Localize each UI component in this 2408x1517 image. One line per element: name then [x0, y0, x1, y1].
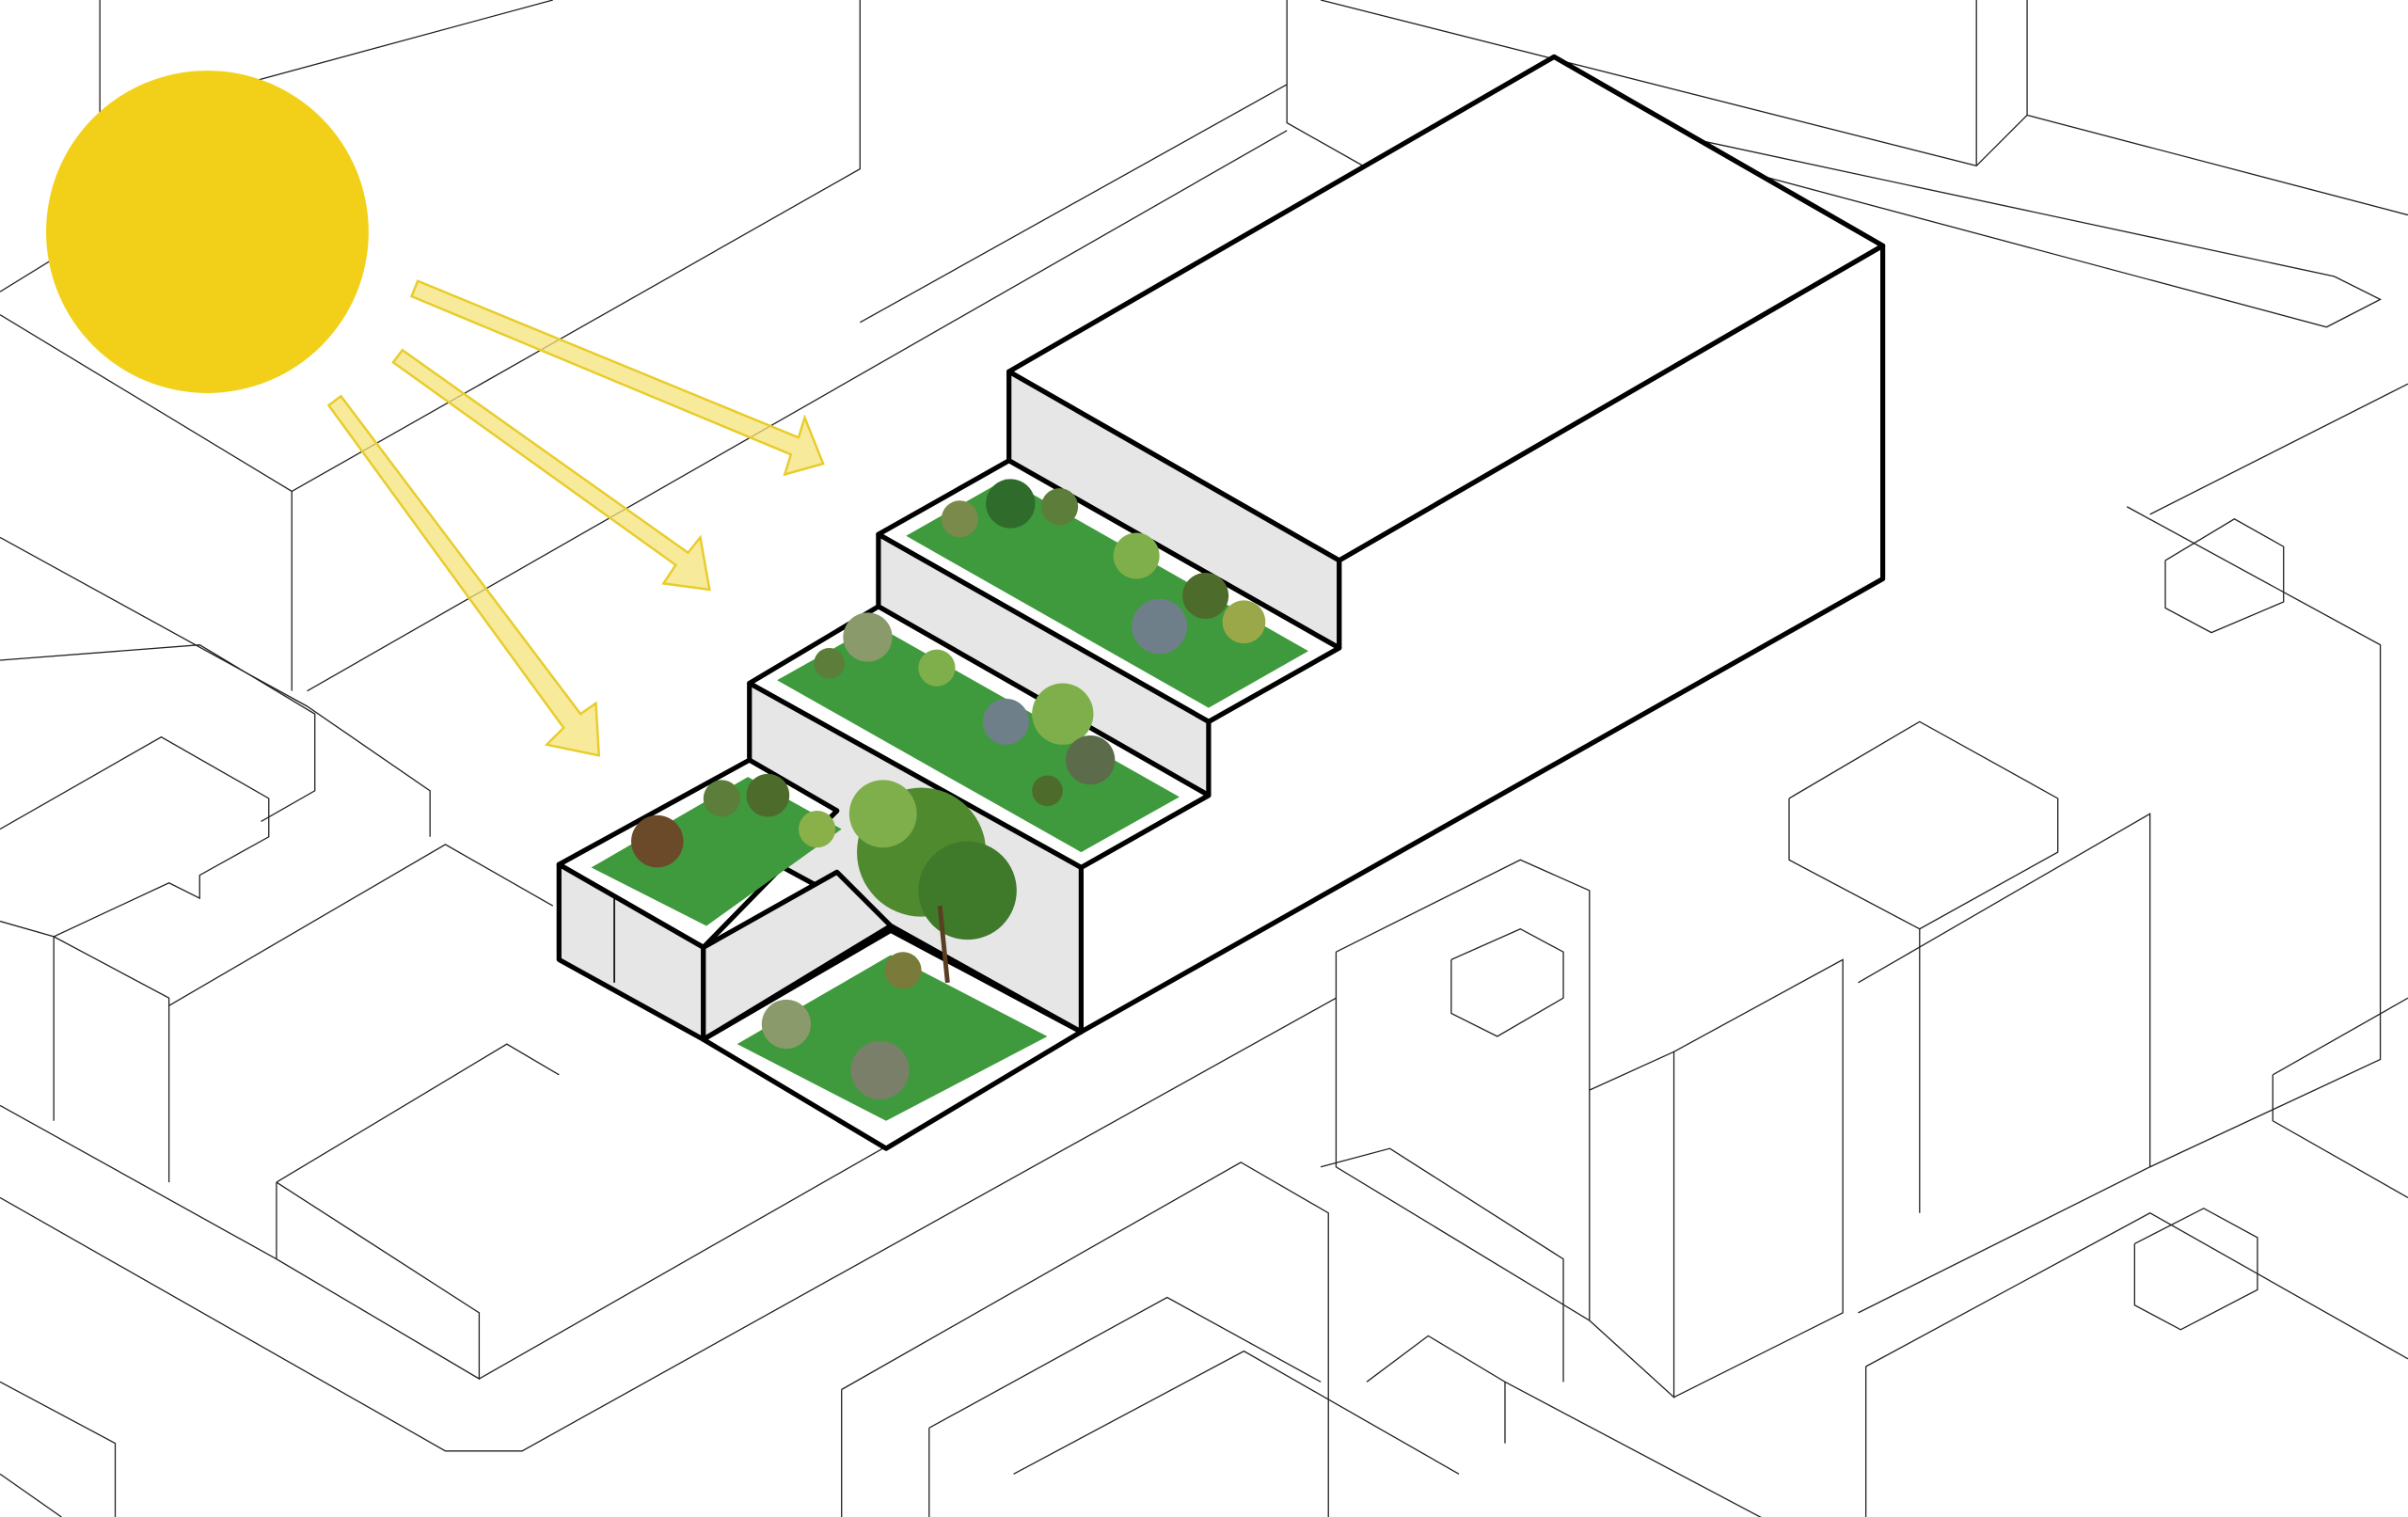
step-face: [701, 869, 894, 1042]
arrow-icon: [326, 394, 601, 757]
lawn: [591, 777, 842, 926]
lawn: [777, 624, 1180, 853]
lawn: [737, 955, 1048, 1121]
arrow-icon: [409, 279, 825, 477]
lawn: [906, 479, 1309, 708]
arrow-icon: [391, 348, 711, 592]
sun-rays: [326, 279, 825, 757]
vegetation: [631, 479, 1266, 1099]
stepped-building: [556, 54, 1886, 1151]
sun-icon: [46, 71, 369, 393]
